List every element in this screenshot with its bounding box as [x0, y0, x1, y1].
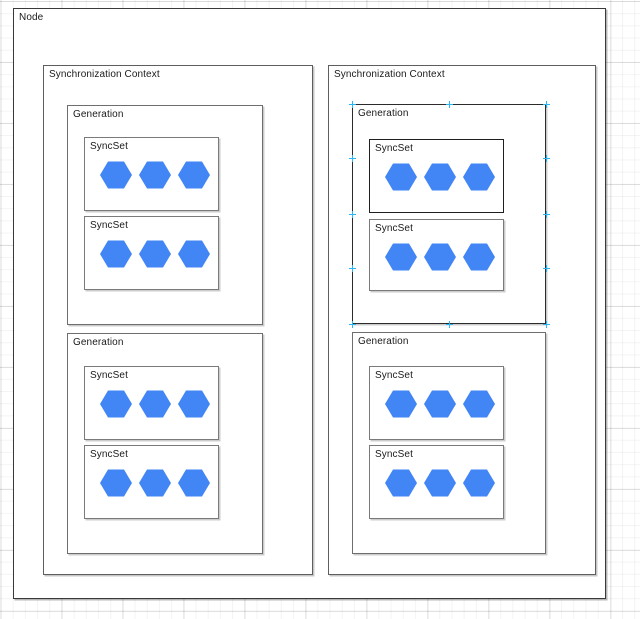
selection-handle-w2[interactable] — [348, 210, 356, 218]
hexagon[interactable] — [178, 390, 210, 418]
syncset-1-1-2[interactable]: SyncSet — [84, 216, 219, 290]
selection-handle-sw[interactable] — [348, 320, 356, 328]
synchronization-context-2-label: Synchronization Context — [334, 69, 445, 80]
hexagon[interactable] — [385, 163, 417, 191]
hexagon[interactable] — [139, 469, 171, 497]
syncset-2-1-1-label: SyncSet — [375, 143, 413, 154]
hexagon[interactable] — [424, 390, 456, 418]
synchronization-context-1-label: Synchronization Context — [49, 69, 160, 80]
hexagon[interactable] — [178, 240, 210, 268]
syncset-1-1-1-label: SyncSet — [90, 141, 128, 152]
generation-1-1-label: Generation — [73, 109, 124, 120]
syncset-1-1-1[interactable]: SyncSet — [84, 137, 219, 211]
hexagon[interactable] — [463, 163, 495, 191]
selection-handle-se[interactable] — [542, 320, 550, 328]
hexagon[interactable] — [139, 161, 171, 189]
syncset-1-2-2[interactable]: SyncSet — [84, 445, 219, 519]
hexagon[interactable] — [178, 469, 210, 497]
hexagon[interactable] — [100, 390, 132, 418]
hexagon[interactable] — [463, 243, 495, 271]
selection-handle-nw[interactable] — [348, 100, 356, 108]
syncset-2-1-1[interactable]: SyncSet — [369, 139, 504, 213]
hexagon[interactable] — [463, 469, 495, 497]
hexagon[interactable] — [385, 243, 417, 271]
hexagon[interactable] — [385, 390, 417, 418]
hexagon[interactable] — [463, 390, 495, 418]
syncset-1-2-1-label: SyncSet — [90, 370, 128, 381]
selection-handle-se2[interactable] — [542, 264, 550, 272]
generation-2-2-label: Generation — [358, 336, 409, 347]
syncset-2-2-1-label: SyncSet — [375, 370, 413, 381]
syncset-2-2-2-label: SyncSet — [375, 449, 413, 460]
hexagon[interactable] — [178, 161, 210, 189]
selection-handle-n[interactable] — [445, 100, 453, 108]
hexagon[interactable] — [100, 161, 132, 189]
node-label: Node — [19, 12, 44, 23]
selection-handle-ne[interactable] — [542, 100, 550, 108]
syncset-1-2-1[interactable]: SyncSet — [84, 366, 219, 440]
generation-1-2-label: Generation — [73, 337, 124, 348]
syncset-1-2-2-label: SyncSet — [90, 449, 128, 460]
selection-handle-e[interactable] — [542, 154, 550, 162]
selection-handle-sw2[interactable] — [348, 264, 356, 272]
hexagon[interactable] — [424, 163, 456, 191]
selection-handle-w[interactable] — [348, 154, 356, 162]
hexagon[interactable] — [385, 469, 417, 497]
selection-handle-e2[interactable] — [542, 210, 550, 218]
syncset-2-2-2[interactable]: SyncSet — [369, 445, 504, 519]
selection-handle-s[interactable] — [445, 320, 453, 328]
hexagon[interactable] — [100, 240, 132, 268]
hexagon[interactable] — [424, 469, 456, 497]
generation-2-1[interactable]: Generation — [352, 104, 546, 324]
syncset-2-2-1[interactable]: SyncSet — [369, 366, 504, 440]
syncset-1-1-2-label: SyncSet — [90, 220, 128, 231]
syncset-2-1-2-label: SyncSet — [375, 223, 413, 234]
syncset-2-1-2[interactable]: SyncSet — [369, 219, 504, 291]
generation-2-1-label: Generation — [358, 108, 409, 119]
hexagon[interactable] — [139, 390, 171, 418]
hexagon[interactable] — [100, 469, 132, 497]
hexagon[interactable] — [424, 243, 456, 271]
hexagon[interactable] — [139, 240, 171, 268]
